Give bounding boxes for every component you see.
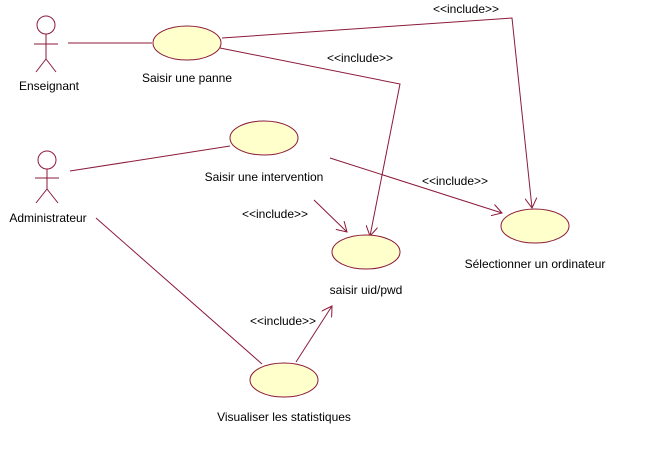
use-case-saisir-intervention[interactable]: Saisir une intervention <box>205 120 324 184</box>
include-label-panne-selectionner: <<include>> <box>433 2 499 16</box>
use-case-visualiser-stats[interactable]: Visualiser les statistiques <box>217 362 351 424</box>
include-intervention-selectionner <box>329 157 502 213</box>
use-case-saisir-intervention-label: Saisir une intervention <box>205 170 324 184</box>
include-label-intervention-selectionner: <<include>> <box>422 174 488 188</box>
use-case-visualiser-stats-label: Visualiser les statistiques <box>217 410 351 424</box>
association-administrateur-saisir-intervention <box>69 145 231 172</box>
use-case-selectionner-ordinateur-label: Sélectionner un ordinateur <box>465 257 606 271</box>
use-case-selectionner-ordinateur[interactable]: Sélectionner un ordinateur <box>465 208 606 271</box>
actor-administrateur[interactable]: Administrateur <box>9 150 87 225</box>
include-label-intervention-uid: <<include>> <box>242 207 308 221</box>
stick-figure-icon <box>34 15 58 73</box>
include-stats-uid <box>295 306 332 363</box>
use-case-saisir-uid[interactable]: saisir uid/pwd <box>330 234 403 297</box>
include-panne-selectionner <box>221 17 532 208</box>
stick-figure-icon <box>35 150 59 204</box>
actor-enseignant-label: Enseignant <box>19 79 80 93</box>
use-case-saisir-uid-label: saisir uid/pwd <box>330 283 403 297</box>
include-label-panne-uid: <<include>> <box>327 51 393 65</box>
include-intervention-uid <box>313 199 347 232</box>
include-panne-uid <box>219 47 401 236</box>
association-administrateur-visualiser-stats <box>95 217 263 365</box>
include-label-stats-uid: <<include>> <box>250 314 316 328</box>
actor-enseignant[interactable]: Enseignant <box>19 15 80 93</box>
actor-administrateur-label: Administrateur <box>9 211 86 225</box>
use-case-saisir-panne-label: Saisir une panne <box>142 71 232 85</box>
use-case-saisir-panne[interactable]: Saisir une panne <box>142 25 232 85</box>
